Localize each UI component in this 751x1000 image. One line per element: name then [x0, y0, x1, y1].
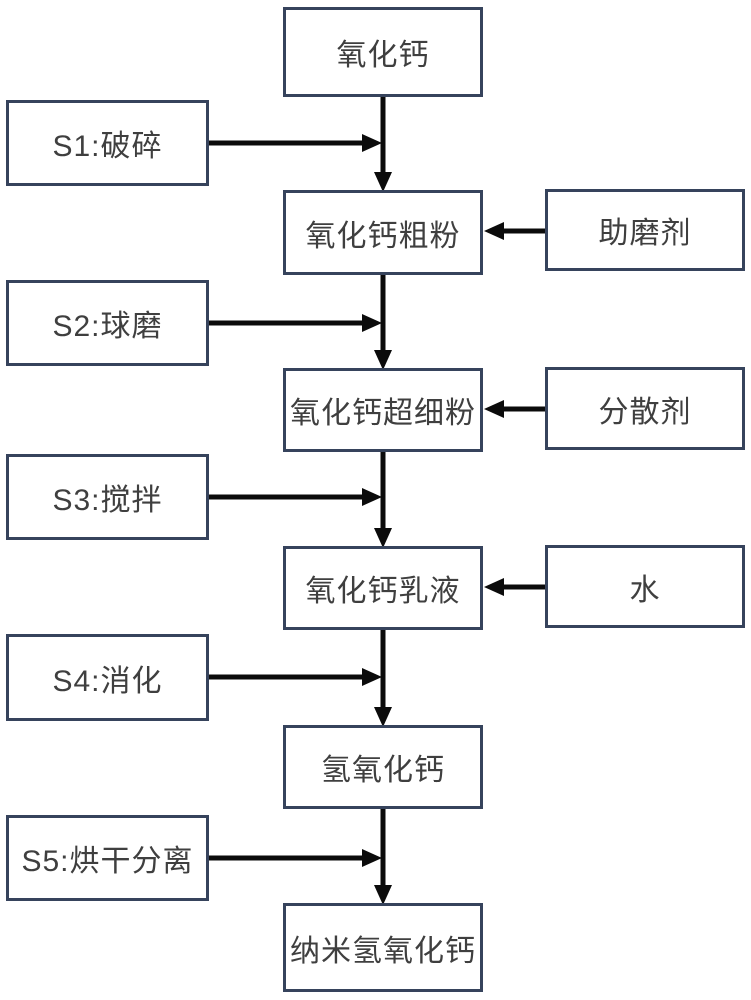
arrowhead-left-icon: [484, 222, 504, 240]
arrowhead-down-icon: [374, 707, 392, 727]
node-label: 纳米氢氧化钙: [290, 934, 476, 968]
node-label: 氧化钙超细粉: [290, 397, 476, 430]
arrowhead-down-icon: [374, 885, 392, 905]
node-coarse-powder: 氧化钙粗粉: [283, 190, 483, 275]
connector-main-3: [374, 450, 392, 548]
connector-step-s3: [209, 488, 382, 506]
node-calcium-oxide: 氧化钙: [283, 7, 483, 97]
node-label: S3:搅拌: [52, 484, 163, 517]
node-dispersant: 分散剂: [545, 367, 745, 450]
node-label: S2:球磨: [52, 310, 163, 343]
connector-main-5: [374, 807, 392, 905]
arrowhead-right-icon: [362, 134, 382, 152]
node-ultrafine-powder: 氧化钙超细粉: [283, 368, 483, 452]
connector-main-4: [374, 628, 392, 727]
node-nano-calcium-hydroxide: 纳米氢氧化钙: [283, 903, 483, 992]
node-calcium-hydroxide: 氢氧化钙: [283, 725, 483, 809]
node-label: S4:消化: [52, 664, 163, 698]
node-step-s5-drying-separation: S5:烘干分离: [6, 815, 209, 901]
node-step-s1-crushing: S1:破碎: [6, 100, 209, 186]
arrowhead-left-icon: [484, 578, 504, 596]
node-label: S1:破碎: [52, 130, 163, 163]
node-emulsion: 氧化钙乳液: [283, 546, 483, 630]
node-label: 氧化钙粗粉: [305, 219, 461, 253]
arrowhead-left-icon: [484, 400, 504, 418]
connector-additive-grinding-aid: [484, 222, 545, 240]
node-label: S5:烘干分离: [21, 845, 194, 878]
connector-step-s2: [209, 314, 382, 332]
node-step-s3-stirring: S3:搅拌: [6, 454, 209, 540]
connector-step-s1: [209, 134, 382, 152]
node-step-s2-ball-milling: S2:球磨: [6, 280, 209, 366]
node-label: 分散剂: [598, 395, 692, 429]
node-step-s4-digestion: S4:消化: [6, 634, 209, 721]
connector-step-s5: [209, 849, 382, 867]
arrowhead-right-icon: [362, 314, 382, 332]
connector-additive-dispersant: [484, 400, 545, 418]
connector-main-2: [374, 273, 392, 370]
connector-main-1: [374, 95, 392, 192]
node-label: 氧化钙乳液: [305, 575, 461, 608]
node-label: 氧化钙: [336, 39, 430, 72]
node-grinding-aid: 助磨剂: [545, 189, 745, 271]
node-label: 助磨剂: [598, 217, 692, 250]
connector-additive-water: [484, 578, 545, 596]
node-water: 水: [545, 545, 745, 628]
arrowhead-down-icon: [374, 350, 392, 370]
node-label: 氢氧化钙: [321, 754, 445, 787]
arrowhead-right-icon: [362, 849, 382, 867]
arrowhead-down-icon: [374, 172, 392, 192]
arrowhead-right-icon: [362, 668, 382, 686]
node-label: 水: [629, 573, 661, 607]
arrowhead-down-icon: [374, 528, 392, 548]
arrowhead-right-icon: [362, 488, 382, 506]
connector-step-s4: [209, 668, 382, 686]
